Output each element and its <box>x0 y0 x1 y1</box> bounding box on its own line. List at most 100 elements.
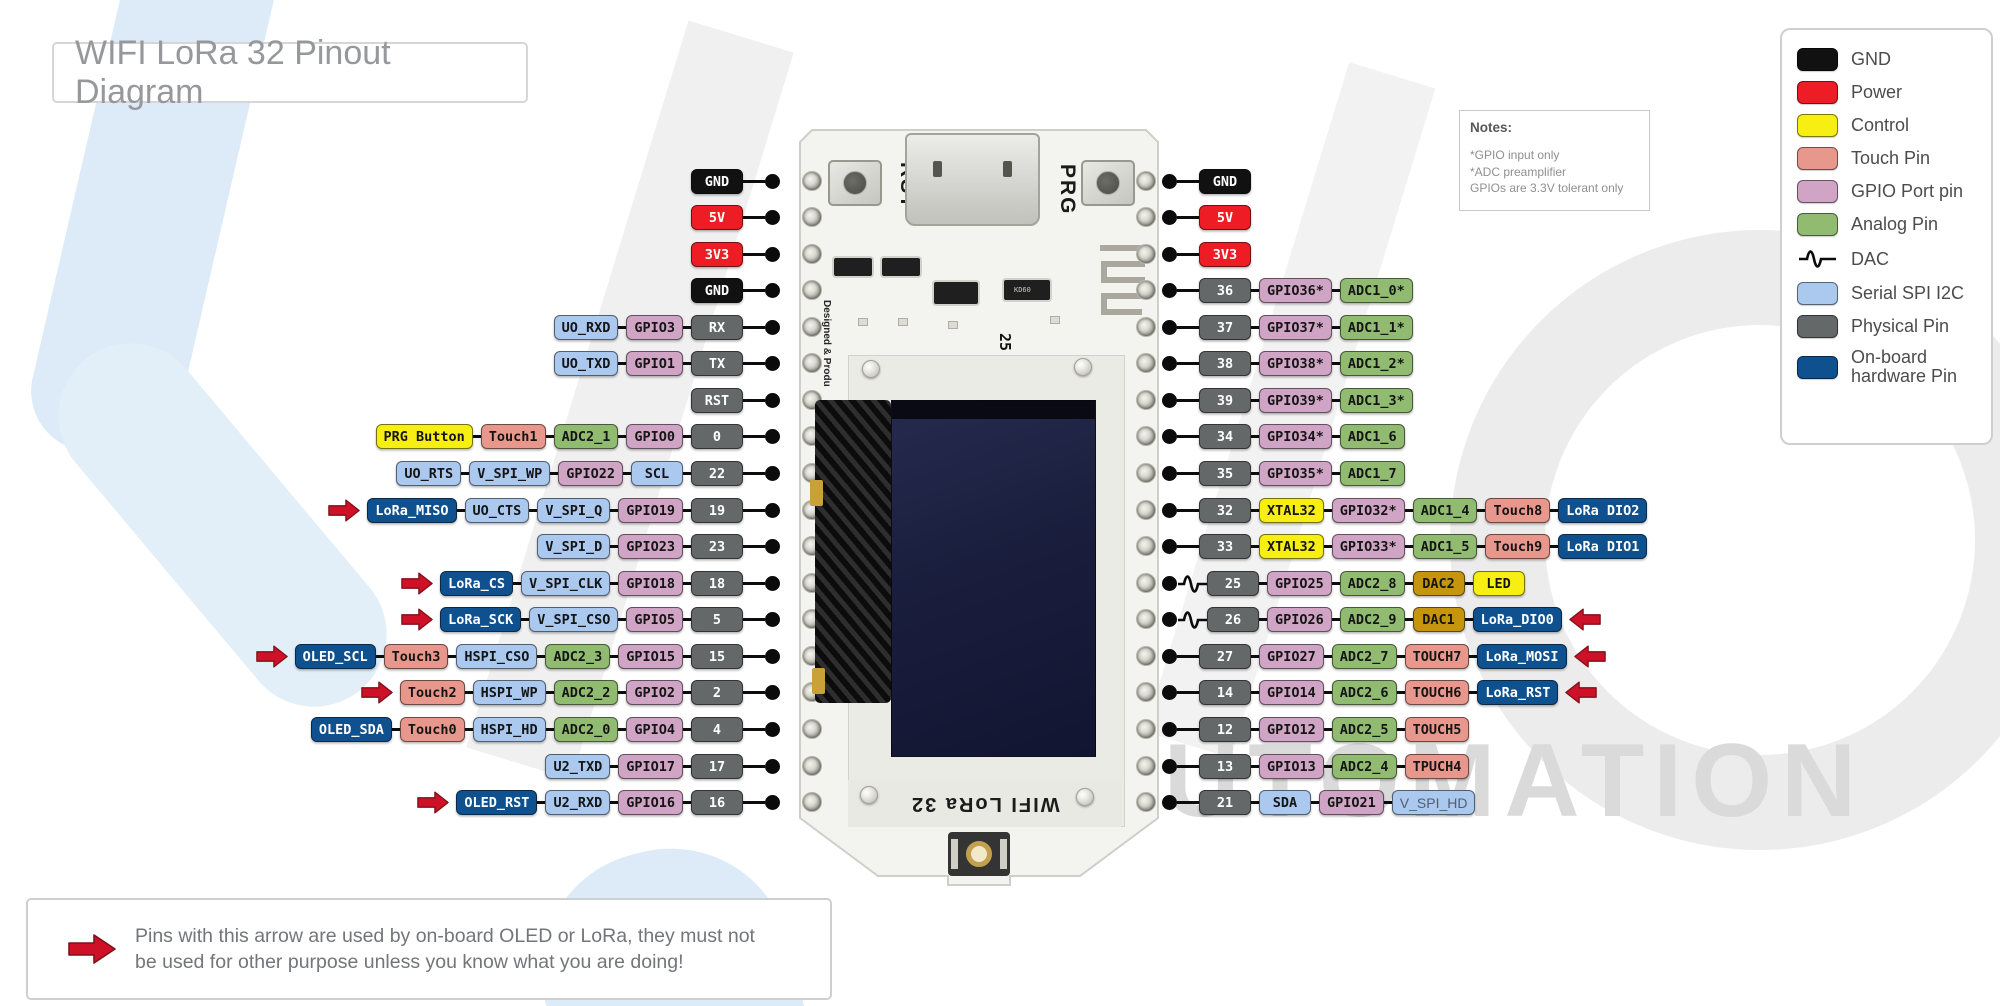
watermark-logo-shape <box>28 313 417 737</box>
connector-line <box>610 582 619 585</box>
oled-ribbon-cable <box>815 400 891 703</box>
pin-box-GPIO19: GPIO19 <box>618 498 683 523</box>
connector-line <box>1259 582 1267 585</box>
legend-item-physical-pin: Physical Pin <box>1797 315 1991 338</box>
pin-box-GPIO1: GPIO1 <box>626 351 683 376</box>
connector-line <box>1550 509 1559 512</box>
pin-hole <box>1136 426 1156 446</box>
connector-line <box>1331 582 1340 585</box>
pin-dot <box>765 795 780 810</box>
pin-box-GPIO27: GPIO27 <box>1259 644 1324 669</box>
rst-button[interactable] <box>828 160 882 206</box>
pin-box-LoRa_DIO1: LoRa DIO1 <box>1558 534 1648 559</box>
oled-lora-arrow-icon <box>400 571 434 596</box>
pin-box-LoRa_DIO0: LoRa_DIO0 <box>1472 607 1562 632</box>
pin-dot <box>765 429 780 444</box>
pin-box-GPIO15: GPIO15 <box>618 644 683 669</box>
connector-line <box>472 435 481 438</box>
smd-chip-label: KD60 <box>1014 286 1031 294</box>
pin-box-GND: GND <box>691 278 743 303</box>
connector-line <box>618 618 627 621</box>
pin-hole <box>1136 280 1156 300</box>
pin-hole <box>802 244 822 264</box>
pin-box-38: 38 <box>1199 351 1251 376</box>
pin-box-0: 0 <box>691 424 743 449</box>
watermark-automation-text: AUTOMATION <box>1080 723 1866 839</box>
pin-box-V_SPI_WP: V_SPI_WP <box>469 461 551 486</box>
legend-swatch <box>1797 81 1838 104</box>
pin-box-HSPI_WP: HSPI_WP <box>472 680 546 705</box>
legend-swatch <box>1797 48 1838 71</box>
connector-line <box>618 362 627 365</box>
pin-box-ADC1_7: ADC1_7 <box>1339 461 1405 486</box>
pin-box-Touch3: Touch3 <box>383 644 449 669</box>
connector-line <box>1331 289 1340 292</box>
pin-box-GPIO25: GPIO25 <box>1267 571 1332 596</box>
pin-dot <box>765 247 780 262</box>
oled-lora-arrow-icon <box>1573 644 1607 669</box>
pin-dot <box>1162 649 1177 664</box>
pin-dot <box>765 466 780 481</box>
connector-line <box>1251 472 1259 475</box>
pin-box-ADC2_1: ADC2_1 <box>553 424 619 449</box>
connector-line <box>1323 545 1332 548</box>
pin-dot <box>765 612 780 627</box>
connector-line <box>618 326 627 329</box>
pin-box-GPIO0: GPIO0 <box>626 424 683 449</box>
page-title: WIFI LoRa 32 Pinout Diagram <box>75 33 391 111</box>
kapton-tape <box>810 480 823 506</box>
micro-usb-port[interactable] <box>905 133 1040 226</box>
connector-line <box>1396 728 1405 731</box>
connector-line <box>743 399 765 402</box>
pin-box-U2_RXD: U2_RXD <box>545 790 611 815</box>
connector-line <box>545 728 554 731</box>
pin-box-GPIO35_: GPIO35* <box>1259 461 1332 486</box>
legend-label: Power <box>1851 82 1903 102</box>
connector-line <box>743 728 765 731</box>
pin-box-16: 16 <box>691 790 743 815</box>
connector-line <box>1251 362 1259 365</box>
pin-box-ADC2_4: ADC2_4 <box>1331 754 1397 779</box>
connector-line <box>464 728 473 731</box>
connector-line <box>618 691 627 694</box>
pin-box-ADC2_6: ADC2_6 <box>1331 680 1397 705</box>
prg-button[interactable] <box>1081 160 1135 206</box>
pin-box-GND: GND <box>1199 169 1251 194</box>
notes-line: GPIOs are 3.3V tolerant only <box>1470 181 1624 195</box>
connector-line <box>1464 618 1473 621</box>
connector-line <box>743 582 765 585</box>
pin-box-SDA: SDA <box>1259 790 1311 815</box>
connector-line <box>1177 801 1199 804</box>
pin-box-OLED_SDA: OLED_SDA <box>310 717 392 742</box>
connector-line <box>1331 399 1340 402</box>
pin-dot <box>1162 503 1177 518</box>
prg-button-cap <box>1096 171 1120 195</box>
connector-line <box>743 691 765 694</box>
pin-box-ADC1_5: ADC1_5 <box>1412 534 1478 559</box>
connector-line <box>1251 545 1259 548</box>
pin-dot <box>765 539 780 554</box>
legend-item-gnd: GND <box>1797 48 1991 71</box>
pin-hole <box>1136 353 1156 373</box>
pin-dot <box>1162 356 1177 371</box>
pin-dot <box>1162 210 1177 225</box>
pin-dot <box>1162 393 1177 408</box>
connector-line <box>448 655 457 658</box>
pin-dot <box>765 210 780 225</box>
connector-tab <box>1000 839 1007 869</box>
pin-box-UO_TXD: UO_TXD <box>553 351 619 376</box>
pin-box-GPIO37_: GPIO37* <box>1259 315 1332 340</box>
connector-line <box>545 435 554 438</box>
connector-line <box>1331 435 1340 438</box>
connector-line <box>683 326 691 329</box>
pin-hole <box>1136 573 1156 593</box>
connector-line <box>683 801 691 804</box>
ufl-antenna-connector[interactable] <box>948 832 1010 876</box>
connector-line <box>1251 801 1259 804</box>
pin-row: 5V <box>1162 204 1251 231</box>
